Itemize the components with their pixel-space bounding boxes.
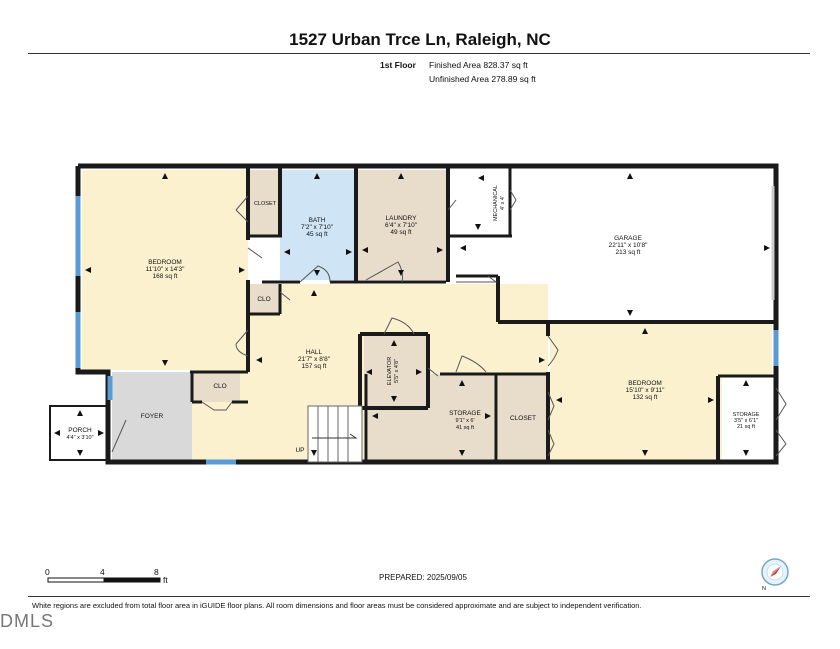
bath-fill xyxy=(280,170,354,280)
bedroom2-dims: 15'10" x 9'11" xyxy=(626,387,665,394)
floor-label: 1st Floor xyxy=(380,60,416,70)
bedroom2-area: 132 sq ft xyxy=(633,394,658,401)
scale-tick-0: 0 xyxy=(45,567,50,577)
clo2-fill xyxy=(192,372,240,402)
garage-area: 213 sq ft xyxy=(616,249,641,256)
finished-area: Finished Area 828.37 sq ft xyxy=(429,60,528,70)
bath-dims: 7'2" x 7'10" xyxy=(301,224,334,231)
walls xyxy=(49,163,779,465)
laundry-area: 49 sq ft xyxy=(390,229,412,236)
unfinished-area: Unfinished Area 278.89 sq ft xyxy=(429,74,536,84)
bath-name: BATH xyxy=(309,217,326,224)
elevator-dims: 5'5" x 4'8" xyxy=(394,359,400,383)
bedroom1-fill xyxy=(82,170,248,370)
porch-dims: 4'4" x 3'10" xyxy=(66,435,93,441)
scale-tick-4: 4 xyxy=(100,567,105,577)
bedroom1-area: 168 sq ft xyxy=(153,273,178,280)
header-divider xyxy=(28,53,810,54)
closet2-name: CLOSET xyxy=(510,415,536,422)
storage1-dims: 9'1" x 6' xyxy=(455,418,474,424)
bath-area: 45 sq ft xyxy=(306,231,328,238)
storage2-fill xyxy=(722,376,772,462)
closet2-fill xyxy=(498,374,548,462)
windows xyxy=(75,196,779,465)
porch-name: PORCH xyxy=(68,427,92,434)
footer-divider xyxy=(28,596,810,597)
stairs xyxy=(307,405,363,463)
garage-name: GARAGE xyxy=(614,235,642,242)
bedroom1-dims: 11'10" x 14'3" xyxy=(146,266,185,273)
mechanical-name: MECHANICAL xyxy=(493,185,499,221)
closet-top-fill xyxy=(250,170,280,236)
scale-unit: ft xyxy=(163,575,168,585)
compass-icon xyxy=(761,558,789,586)
stairs-arrow xyxy=(312,433,358,439)
mechanical-dims: 4' x 4' xyxy=(500,196,506,210)
clo2-name: CLO xyxy=(213,383,226,390)
prepared-date: PREPARED: 2025/09/05 xyxy=(379,573,467,582)
hall-name: HALL xyxy=(306,349,323,356)
laundry-dims: 6'4" x 7'10" xyxy=(385,222,418,229)
elevator-name: ELEVATOR xyxy=(387,357,393,385)
scale-bar xyxy=(47,577,161,583)
clo1-name: CLO xyxy=(257,296,270,303)
storage1-name: STORAGE xyxy=(449,410,481,417)
storage2-dims: 3'5" x 6'1" xyxy=(734,418,758,424)
hall-area: 157 sq ft xyxy=(302,363,327,370)
foyer-name: FOYER xyxy=(141,413,164,420)
bedroom1-name: BEDROOM xyxy=(148,259,182,266)
laundry-name: LAUNDRY xyxy=(386,215,418,222)
compass-label: N xyxy=(762,586,766,592)
hall-dims: 21'7" x 8'8" xyxy=(298,356,331,363)
storage1-fill xyxy=(368,374,496,462)
stairs-label: UP xyxy=(295,447,304,454)
bedroom2-name: BEDROOM xyxy=(628,380,662,387)
laundry-fill xyxy=(358,170,446,280)
disclaimer: White regions are excluded from total fl… xyxy=(32,601,642,610)
page-title: 1527 Urban Trce Ln, Raleigh, NC xyxy=(289,30,551,49)
mls-logo: DMLS xyxy=(0,611,55,631)
scale-tick-8: 8 xyxy=(154,567,159,577)
door-swings xyxy=(111,189,787,457)
closet-top-name: CLOSET xyxy=(254,201,277,207)
storage1-area: 41 sq ft xyxy=(456,425,475,431)
clo1-fill xyxy=(250,284,280,314)
garage-dims: 22'11" x 10'8" xyxy=(609,242,648,249)
storage2-area: 21 sq ft xyxy=(737,424,756,430)
storage2-name: STORAGE xyxy=(733,412,760,418)
foyer-fill xyxy=(112,372,192,462)
dimension-arrows xyxy=(54,173,770,456)
